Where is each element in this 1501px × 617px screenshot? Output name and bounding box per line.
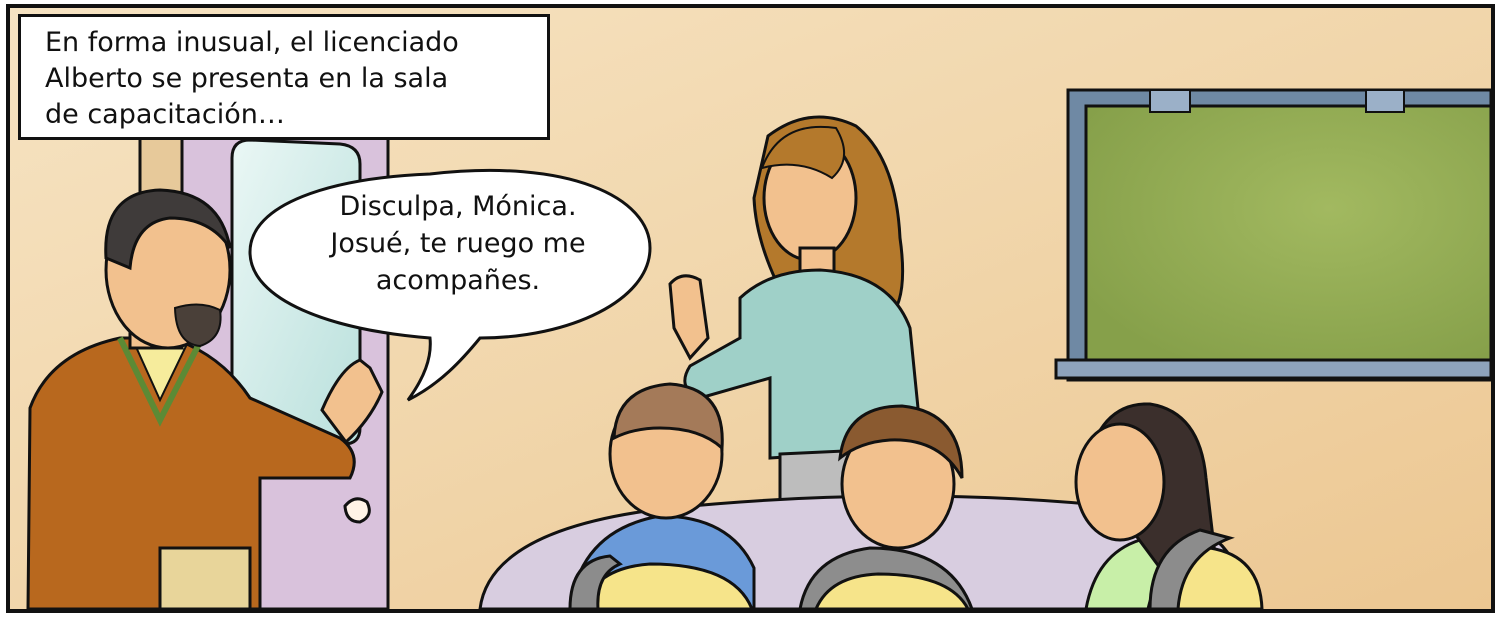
classroom-illustration [10,8,1491,609]
door-knob [343,497,371,524]
speech-line: Josué, te ruego me [330,228,586,259]
man-character [26,188,384,609]
caption-line: En forma inusual, el licenciado [45,27,459,58]
caption-line: Alberto se presenta en la sala [45,63,449,94]
speech-bubble-shape [248,169,652,402]
comic-panel: En forma inusual, el licenciado Alberto … [6,4,1495,613]
caption-line: de capacitación… [45,99,285,130]
speech-bubble-text: Disculpa, Mónica. Josué, te ruego me aco… [272,188,644,299]
speech-line: acompañes. [375,265,541,296]
chalkboard [1054,88,1491,382]
student-girl [1074,402,1264,609]
caption-box: En forma inusual, el licenciado Alberto … [18,14,550,140]
student-boy-side [798,404,974,609]
student-boy-back [568,382,756,609]
speech-line: Disculpa, Mónica. [339,191,577,222]
